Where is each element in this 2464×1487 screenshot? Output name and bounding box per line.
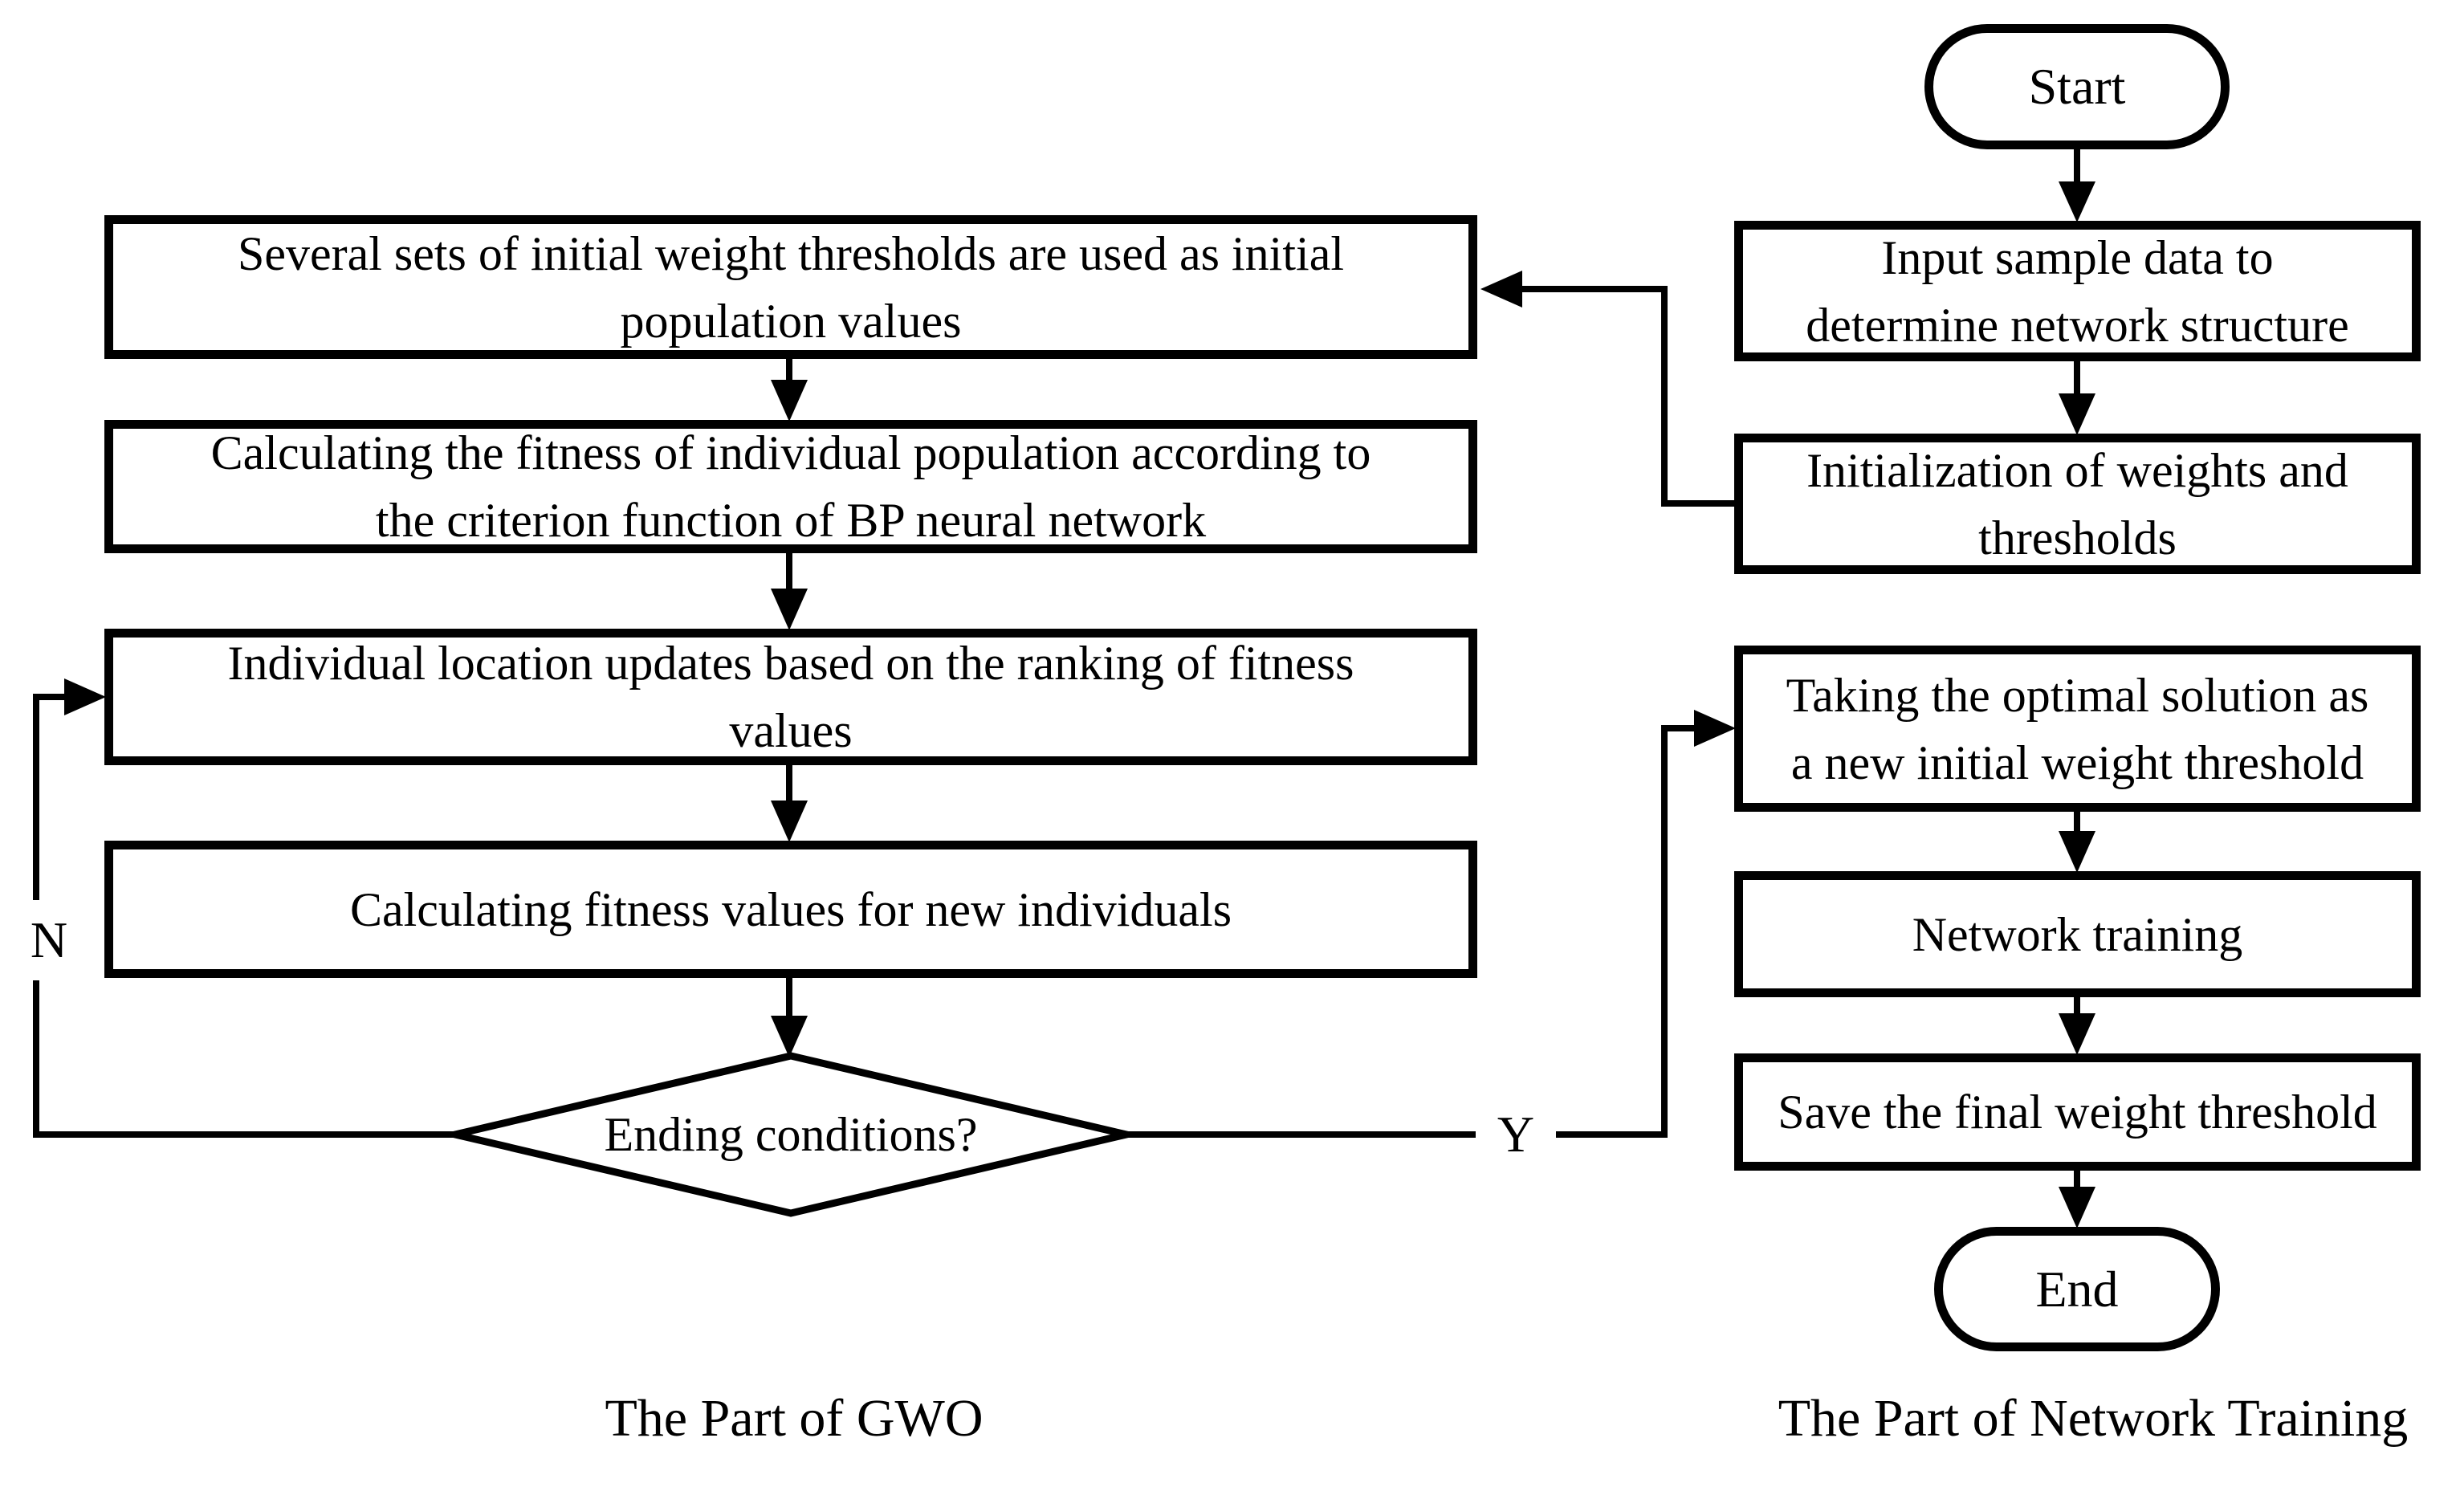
node-initial-population: Several sets of initial weight threshold…: [104, 215, 1477, 359]
node-end-text: End: [2035, 1260, 2119, 1318]
node-taking-optimal: Taking the optimal solution as a new ini…: [1734, 646, 2421, 812]
node-init-weights-text: Initialization of weights and thresholds: [1806, 443, 2348, 564]
connector-initialization-to-population: [1480, 271, 1734, 507]
yes-branch-label-text: Y: [1497, 1106, 1535, 1163]
decision-diamond-label: Ending conditions?: [550, 1094, 1032, 1175]
decision-text: Ending conditions?: [604, 1108, 978, 1161]
no-branch-label: N: [9, 900, 89, 980]
decision-diamond-shape: [439, 1052, 1142, 1217]
node-input-sample-text: Input sample data to determine network s…: [1806, 230, 2349, 352]
node-taking-optimal-text: Taking the optimal solution as a new ini…: [1786, 668, 2369, 789]
node-network-training: Network training: [1734, 871, 2421, 997]
node-input-sample: Input sample data to determine network s…: [1734, 221, 2421, 361]
arrow-updates-to-newfitness: [771, 765, 808, 842]
yes-branch-connector: [1126, 710, 1736, 1138]
caption-network-training-part: The Part of Network Training: [1608, 1383, 2464, 1455]
node-location-updates: Individual location updates based on the…: [104, 629, 1477, 765]
node-calc-new-fitness: Calculating fitness values for new indiv…: [104, 841, 1477, 978]
arrow-taking-to-training: [2059, 812, 2095, 873]
node-end: End: [1934, 1227, 2220, 1351]
arrow-save-to-end: [2059, 1171, 2095, 1228]
node-network-training-text: Network training: [1912, 907, 2243, 961]
yes-branch-label: Y: [1476, 1094, 1556, 1175]
node-initial-population-text: Several sets of initial weight threshold…: [237, 226, 1344, 348]
arrow-population-to-fitness: [771, 359, 808, 422]
arrow-start-to-input: [2059, 149, 2095, 222]
caption-gwo-part-text: The Part of GWO: [605, 1389, 984, 1448]
node-location-updates-text: Individual location updates based on the…: [227, 637, 1354, 757]
no-branch-label-text: N: [30, 911, 68, 968]
caption-network-training-part-text: The Part of Network Training: [1778, 1389, 2409, 1448]
arrow-input-to-initialization: [2059, 361, 2095, 435]
node-save-final-text: Save the final weight threshold: [1778, 1086, 2377, 1139]
node-calc-new-fitness-text: Calculating fitness values for new indiv…: [349, 882, 1232, 936]
node-save-final: Save the final weight threshold: [1734, 1053, 2421, 1171]
arrow-newfitness-to-decision: [771, 978, 808, 1057]
node-start: Start: [1924, 24, 2230, 149]
arrow-training-to-save: [2059, 997, 2095, 1055]
node-start-text: Start: [2028, 58, 2126, 115]
node-init-weights: Initialization of weights and thresholds: [1734, 434, 2421, 574]
node-calc-fitness: Calculating the fitness of individual po…: [104, 420, 1477, 553]
node-calc-fitness-text: Calculating the fitness of individual po…: [210, 426, 1371, 547]
arrow-fitness-to-updates: [771, 553, 808, 630]
caption-gwo-part: The Part of GWO: [309, 1383, 1279, 1455]
